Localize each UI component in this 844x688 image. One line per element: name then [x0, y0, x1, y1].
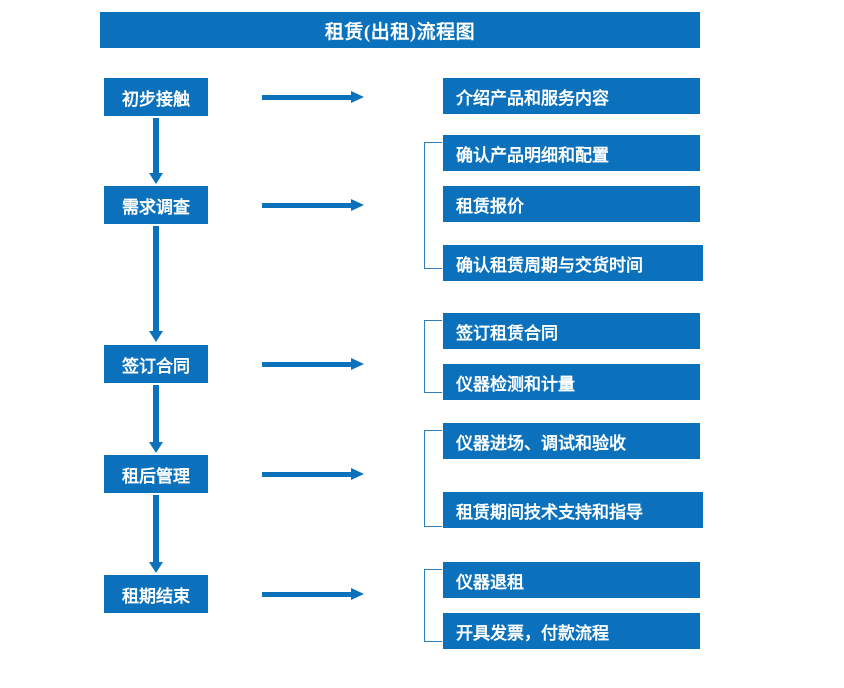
- down-arrow-icon-4: [149, 495, 163, 573]
- group-bracket-icon-4: [424, 569, 442, 642]
- stage-box-2[interactable]: 需求调查: [104, 186, 208, 224]
- detail-box-9[interactable]: 仪器退租: [443, 562, 700, 598]
- detail-box-2[interactable]: 确认产品明细和配置: [443, 135, 700, 171]
- page-title: 租赁(出租)流程图: [100, 12, 700, 48]
- arrow-head: [149, 173, 163, 184]
- detail-box-5[interactable]: 签订租赁合同: [443, 313, 700, 349]
- arrow-shaft: [262, 472, 352, 477]
- down-arrow-icon-2: [149, 226, 163, 342]
- stage-box-1[interactable]: 初步接触: [104, 78, 208, 116]
- arrow-shaft: [262, 203, 352, 208]
- arrow-shaft: [153, 385, 159, 442]
- group-bracket-icon-2: [424, 320, 442, 393]
- right-arrow-icon-5: [262, 588, 364, 600]
- arrow-head: [149, 331, 163, 342]
- stage-box-4[interactable]: 租后管理: [104, 455, 208, 493]
- detail-box-3[interactable]: 租赁报价: [443, 186, 700, 222]
- arrow-head: [351, 468, 364, 480]
- arrow-shaft: [153, 495, 159, 562]
- right-arrow-icon-2: [262, 199, 364, 211]
- arrow-head: [149, 442, 163, 453]
- arrow-shaft: [262, 592, 352, 597]
- detail-box-6[interactable]: 仪器检测和计量: [443, 364, 700, 400]
- detail-box-7[interactable]: 仪器进场、调试和验收: [443, 423, 700, 459]
- down-arrow-icon-3: [149, 385, 163, 453]
- detail-box-4[interactable]: 确认租赁周期与交货时间: [443, 245, 703, 281]
- stage-box-3[interactable]: 签订合同: [104, 345, 208, 383]
- down-arrow-icon-1: [149, 118, 163, 184]
- detail-box-1[interactable]: 介绍产品和服务内容: [443, 78, 700, 114]
- arrow-shaft: [153, 226, 159, 331]
- right-arrow-icon-4: [262, 468, 364, 480]
- arrow-head: [351, 199, 364, 211]
- right-arrow-icon-1: [262, 91, 364, 103]
- arrow-shaft: [153, 118, 159, 173]
- stage-box-5[interactable]: 租期结束: [104, 575, 208, 613]
- arrow-head: [351, 358, 364, 370]
- detail-box-10[interactable]: 开具发票，付款流程: [443, 613, 700, 649]
- arrow-head: [149, 562, 163, 573]
- right-arrow-icon-3: [262, 358, 364, 370]
- detail-box-8[interactable]: 租赁期间技术支持和指导: [443, 492, 703, 528]
- arrow-head: [351, 91, 364, 103]
- group-bracket-icon-3: [424, 430, 442, 527]
- arrow-shaft: [262, 95, 352, 100]
- arrow-shaft: [262, 362, 352, 367]
- group-bracket-icon-1: [424, 142, 442, 269]
- arrow-head: [351, 588, 364, 600]
